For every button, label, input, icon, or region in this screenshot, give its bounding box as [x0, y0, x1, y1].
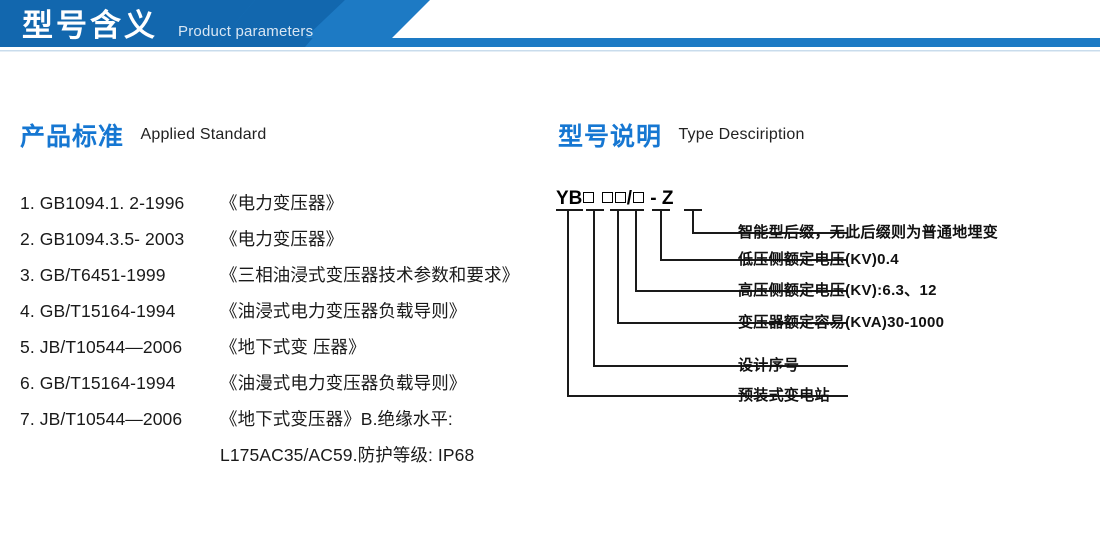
standard-name: 《油漫式电力变压器负载导则》	[220, 373, 467, 393]
model-code-box-1	[583, 192, 595, 203]
model-code-suffix: Z	[661, 188, 674, 209]
section-heading-type-en: Type Desciription	[678, 126, 805, 143]
model-code-box-3	[614, 192, 626, 203]
standard-code: 2. GB1094.3.5- 2003	[20, 229, 185, 249]
page-header-banner: 型号含义 Product parameters	[0, 0, 1100, 56]
header-title-cn: 型号含义	[22, 8, 158, 43]
callout-capacity: 变压器额定容易(KVA)30-1000	[738, 314, 945, 331]
standard-name: 《电力变压器》	[220, 193, 344, 213]
standards-list-item: 1. GB1094.1. 2-1996 《电力变压器》	[20, 190, 560, 226]
header-shape	[0, 0, 1100, 52]
leader-substation	[567, 210, 848, 397]
model-code-box-4	[632, 192, 644, 203]
standard-code: 5. JB/T10544—2006	[20, 337, 183, 357]
standard-code: 3. GB/T6451-1999	[20, 265, 166, 285]
header-title-en: Product parameters	[178, 23, 314, 40]
model-code-dash: -	[650, 188, 657, 209]
callout-suffix: 智能型后缀，无此后缀则为普通地埋变	[738, 224, 999, 241]
leader-lv-voltage	[660, 210, 848, 261]
standard-name: 《油浸式电力变压器负载导则》	[220, 301, 467, 321]
leader-capacity	[617, 210, 848, 324]
standards-list-item: 5. JB/T10544—2006 《地下式变 压器》	[20, 334, 560, 370]
standard-code: 7. JB/T10544—2006	[20, 409, 183, 429]
standards-list-item-continuation: L175AC35/AC59.防护等级: IP68	[20, 442, 560, 478]
standards-list-item: 2. GB1094.3.5- 2003 《电力变压器》	[20, 226, 560, 262]
standard-code: 4. GB/T15164-1994	[20, 301, 176, 321]
standard-code: 6. GB/T15164-1994	[20, 373, 176, 393]
section-heading-standards-cn: 产品标准	[20, 123, 125, 151]
callout-lv-voltage: 低压侧额定电压(KV)0.4	[738, 251, 899, 268]
callout-substation: 预装式变电站	[738, 387, 830, 404]
diagram-leader-lines	[556, 209, 848, 397]
leader-suffix	[692, 210, 848, 234]
section-heading-standards: 产品标准 Applied Standard	[20, 117, 266, 153]
standard-code: 1. GB1094.1. 2-1996	[20, 193, 185, 213]
standards-list: 1. GB1094.1. 2-1996 《电力变压器》 2. GB1094.3.…	[20, 190, 560, 478]
callout-hv-voltage: 高压侧额定电压(KV):6.3、12	[738, 282, 937, 299]
standard-name: 《三相油浸式变压器技术参数和要求》	[220, 265, 520, 285]
leader-hv-voltage	[635, 210, 848, 292]
standards-list-item: 3. GB/T6451-1999 《三相油浸式变压器技术参数和要求》	[20, 262, 560, 298]
header-underline	[0, 50, 1100, 52]
model-code-slash: /	[626, 188, 632, 209]
standard-name: 《地下式变压器》B.绝缘水平:	[220, 409, 453, 429]
model-code-box-2	[601, 192, 613, 203]
standards-list-item: 4. GB/T15164-1994 《油浸式电力变压器负载导则》	[20, 298, 560, 334]
type-designation-diagram: YB / - Z 智能型后缀，无此后缀则为普通地埋变 低压侧额定电压(KV)0.…	[548, 188, 1093, 438]
leader-design-serial	[593, 210, 848, 367]
model-code: YB / - Z	[556, 188, 673, 210]
header-dark-block	[0, 0, 255, 47]
model-code-prefix: YB	[556, 188, 583, 209]
standard-name: 《电力变压器》	[220, 229, 344, 249]
header-white-notch	[360, 0, 1100, 47]
header-thin-bar	[0, 38, 1100, 47]
standard-name: 《地下式变 压器》	[220, 337, 366, 357]
standards-list-item: 6. GB/T15164-1994 《油漫式电力变压器负载导则》	[20, 370, 560, 406]
section-heading-type-cn: 型号说明	[558, 123, 663, 151]
standard-name: L175AC35/AC59.防护等级: IP68	[220, 445, 475, 465]
callout-design-serial: 设计序号	[738, 357, 800, 374]
header-accent-wedge	[305, 0, 430, 38]
section-heading-standards-en: Applied Standard	[140, 126, 267, 143]
section-heading-type: 型号说明 Type Desciription	[558, 117, 805, 153]
standards-list-item: 7. JB/T10544—2006 《地下式变压器》B.绝缘水平:	[20, 406, 560, 442]
